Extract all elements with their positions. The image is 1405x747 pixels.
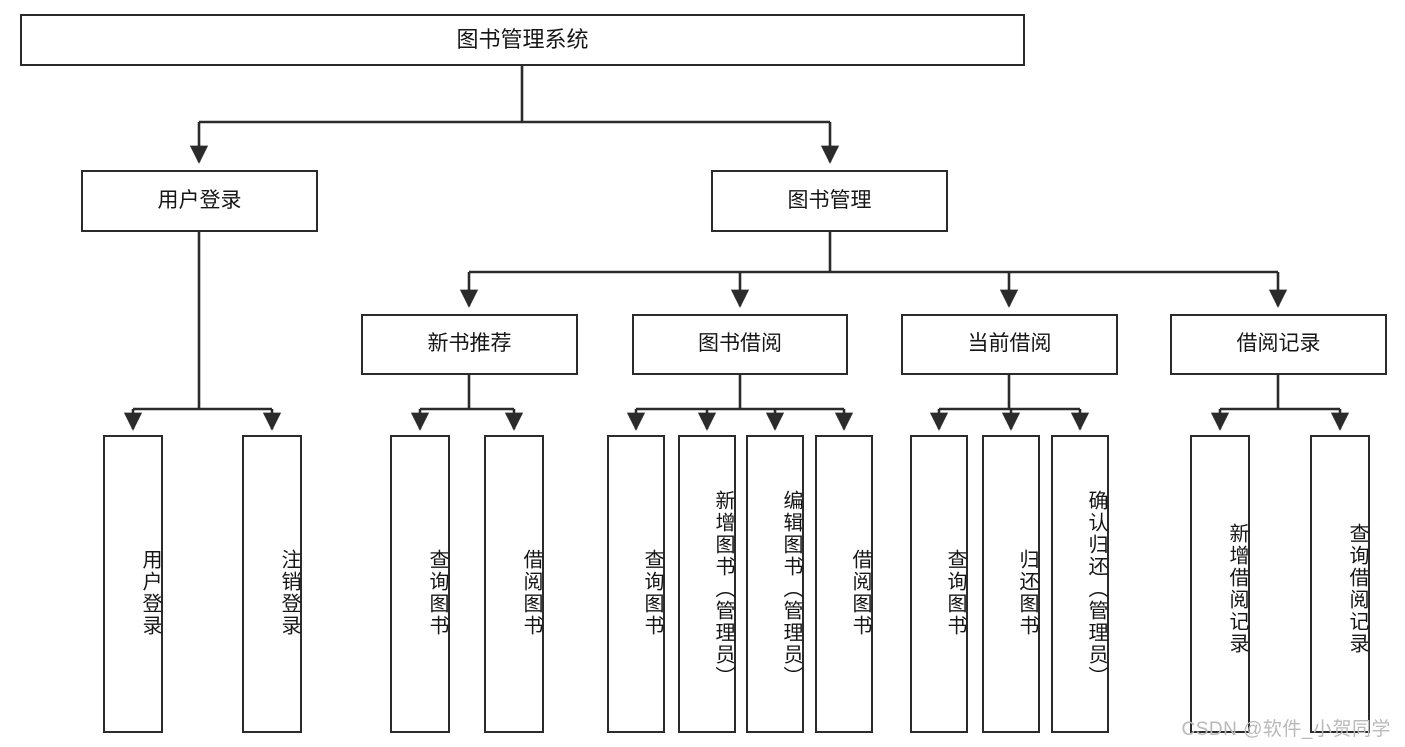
leaf-user-login[interactable]: 用户登录 bbox=[103, 435, 163, 733]
node-book-borrow-label: 图书借阅 bbox=[698, 332, 782, 356]
node-root[interactable]: 图书管理系统 bbox=[20, 14, 1025, 66]
leaf-recommend-query-book-label: 查询图书 bbox=[426, 549, 448, 637]
node-user-login[interactable]: 用户登录 bbox=[81, 170, 318, 232]
node-current-borrow-label: 当前借阅 bbox=[967, 332, 1052, 356]
leaf-borrow-borrow-book-label: 借阅图书 bbox=[849, 549, 871, 637]
leaf-borrow-query-book[interactable]: 查询图书 bbox=[607, 435, 665, 733]
leaf-borrow-add-book-admin-label: 新增图书（管理员） bbox=[712, 490, 734, 688]
node-new-book-recommend[interactable]: 新书推荐 bbox=[361, 314, 578, 375]
leaf-record-add-borrow-record[interactable]: 新增借阅记录 bbox=[1190, 435, 1250, 733]
leaf-current-return-book[interactable]: 归还图书 bbox=[982, 435, 1040, 733]
leaf-borrow-edit-book-admin[interactable]: 编辑图书（管理员） bbox=[746, 435, 804, 733]
leaf-current-confirm-return-admin[interactable]: 确认归还（管理员） bbox=[1051, 435, 1109, 733]
leaf-borrow-query-book-label: 查询图书 bbox=[641, 549, 663, 637]
leaf-user-logout-label: 注销登录 bbox=[278, 549, 300, 637]
leaf-current-confirm-return-admin-label: 确认归还（管理员） bbox=[1085, 490, 1107, 688]
node-borrow-record-label: 借阅记录 bbox=[1236, 332, 1321, 356]
node-book-borrow[interactable]: 图书借阅 bbox=[632, 314, 848, 375]
leaf-current-query-book[interactable]: 查询图书 bbox=[910, 435, 968, 733]
watermark: CSDN @软件_小贺同学 bbox=[1181, 719, 1391, 740]
leaf-borrow-edit-book-admin-label: 编辑图书（管理员） bbox=[780, 490, 802, 688]
node-book-management[interactable]: 图书管理 bbox=[711, 170, 948, 232]
node-root-label: 图书管理系统 bbox=[456, 27, 589, 53]
leaf-recommend-borrow-book-label: 借阅图书 bbox=[520, 549, 542, 637]
leaf-record-add-borrow-record-label: 新增借阅记录 bbox=[1226, 523, 1248, 655]
leaf-user-login-label: 用户登录 bbox=[139, 549, 161, 637]
node-user-login-label: 用户登录 bbox=[157, 188, 242, 212]
leaf-user-logout[interactable]: 注销登录 bbox=[242, 435, 302, 733]
leaf-borrow-add-book-admin[interactable]: 新增图书（管理员） bbox=[678, 435, 736, 733]
leaf-recommend-query-book[interactable]: 查询图书 bbox=[390, 435, 450, 733]
node-borrow-record[interactable]: 借阅记录 bbox=[1170, 314, 1387, 375]
node-current-borrow[interactable]: 当前借阅 bbox=[901, 314, 1118, 375]
leaf-borrow-borrow-book[interactable]: 借阅图书 bbox=[815, 435, 873, 733]
leaf-record-query-borrow-record-label: 查询借阅记录 bbox=[1346, 523, 1368, 655]
node-book-management-label: 图书管理 bbox=[787, 188, 872, 212]
leaf-current-query-book-label: 查询图书 bbox=[944, 549, 966, 637]
leaf-current-return-book-label: 归还图书 bbox=[1016, 549, 1038, 637]
node-new-book-recommend-label: 新书推荐 bbox=[427, 332, 512, 356]
leaf-record-query-borrow-record[interactable]: 查询借阅记录 bbox=[1310, 435, 1370, 733]
leaf-recommend-borrow-book[interactable]: 借阅图书 bbox=[484, 435, 544, 733]
